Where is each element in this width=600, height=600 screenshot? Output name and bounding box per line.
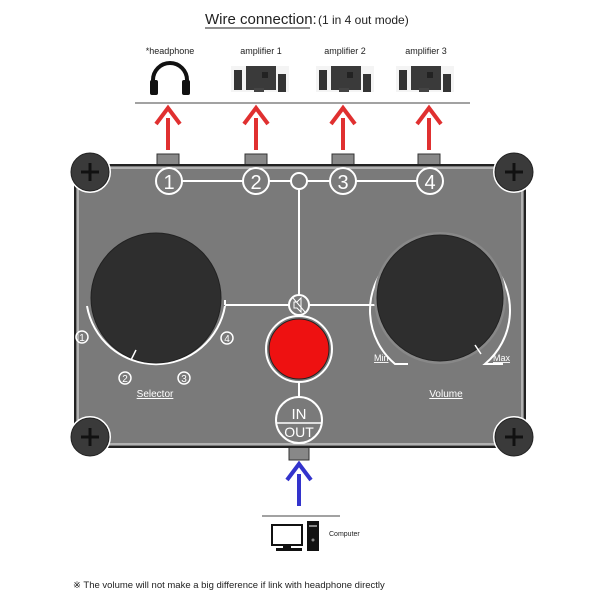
selector-position-3: 3 xyxy=(181,374,187,385)
port-4: 4 xyxy=(416,167,444,195)
arrow-up-icon xyxy=(154,104,182,150)
screw-icon xyxy=(68,415,112,459)
screw-icon xyxy=(492,415,536,459)
volume-max-label: Max xyxy=(493,353,511,363)
svg-text:1: 1 xyxy=(163,172,174,194)
output-label-amp1: amplifier 1 xyxy=(240,46,282,56)
volume-min-label: Min xyxy=(374,353,389,363)
mute-button[interactable] xyxy=(268,318,330,380)
volume-knob[interactable] xyxy=(376,234,504,362)
speaker-system-icon xyxy=(316,66,374,92)
headphone-icon xyxy=(150,61,190,95)
selector-position-2: 2 xyxy=(122,374,128,385)
speaker-system-icon xyxy=(396,66,454,92)
svg-text:3: 3 xyxy=(337,172,348,194)
inout-switch[interactable]: IN OUT xyxy=(275,396,323,444)
port-3: 3 xyxy=(329,167,357,195)
input-jack[interactable] xyxy=(288,445,310,461)
output-label-amp2: amplifier 2 xyxy=(324,46,366,56)
arrow-up-icon xyxy=(329,104,357,150)
screw-icon xyxy=(492,150,536,194)
port-1: 1 xyxy=(155,167,183,195)
output-arrows xyxy=(154,104,443,150)
computer-icon xyxy=(271,521,319,551)
screw-icon xyxy=(68,150,112,194)
selector-position-4: 4 xyxy=(224,334,230,345)
arrow-up-icon xyxy=(285,460,313,506)
svg-text:2: 2 xyxy=(250,172,261,194)
diagram-subtitle: (1 in 4 out mode) xyxy=(318,13,409,27)
in-label: IN xyxy=(292,406,307,423)
diagram-title: Wire connection: xyxy=(205,11,317,28)
speaker-system-icon xyxy=(231,66,289,92)
volume-label: Volume xyxy=(429,389,463,400)
footnote: ※ The volume will not make a big differe… xyxy=(73,580,385,591)
selector-label: Selector xyxy=(137,389,174,400)
selector-knob[interactable] xyxy=(90,232,222,364)
computer-label: Computer xyxy=(329,531,360,538)
output-label-amp3: amplifier 3 xyxy=(405,46,447,56)
selector-position-1: 1 xyxy=(79,333,85,344)
port-2: 2 xyxy=(242,167,270,195)
arrow-up-icon xyxy=(415,104,443,150)
output-label-headphone: *headphone xyxy=(146,46,195,56)
junction xyxy=(290,172,308,190)
mute-icon xyxy=(288,294,310,316)
arrow-up-icon xyxy=(242,104,270,150)
svg-text:4: 4 xyxy=(424,172,435,194)
out-label: OUT xyxy=(284,424,314,440)
